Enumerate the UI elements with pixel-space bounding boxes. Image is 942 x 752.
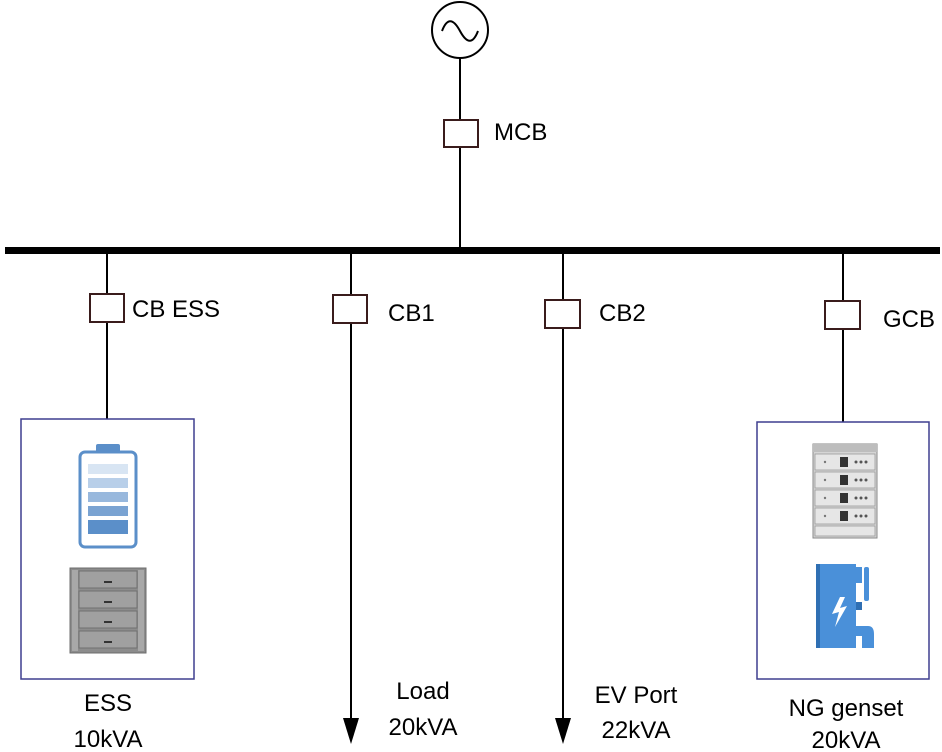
ev-arrowhead [555,718,571,744]
genset-rating: 20kVA [812,727,881,752]
load-circuit-breaker[interactable] [332,294,368,324]
battery-icon [78,444,138,549]
load-arrowhead [343,718,359,744]
genset-device-name: NG genset [789,695,904,722]
ess-rating: 10kVA [74,726,143,752]
genset-breaker-label: GCB [883,306,935,333]
main-circuit-breaker[interactable] [443,119,479,148]
switchgear-cabinet-icon [812,443,878,539]
ess-breaker-label: CB ESS [132,296,220,323]
generator-icon [816,564,874,648]
ev-breaker-label: CB2 [599,300,646,327]
ess-circuit-breaker[interactable] [89,293,125,323]
load-breaker-label: CB1 [388,300,435,327]
ev-circuit-breaker[interactable] [544,299,581,329]
main-busbar [5,247,940,254]
ess-device-name: ESS [84,690,132,717]
load-device-name: Load [396,678,449,705]
ev-rating: 22kVA [602,717,671,744]
load-rating: 20kVA [389,714,458,741]
main-breaker-label: MCB [494,119,547,146]
ac-source-icon [431,1,489,59]
genset-circuit-breaker[interactable] [824,300,861,330]
ev-device-name: EV Port [595,682,678,709]
battery-rack-icon [69,567,147,654]
